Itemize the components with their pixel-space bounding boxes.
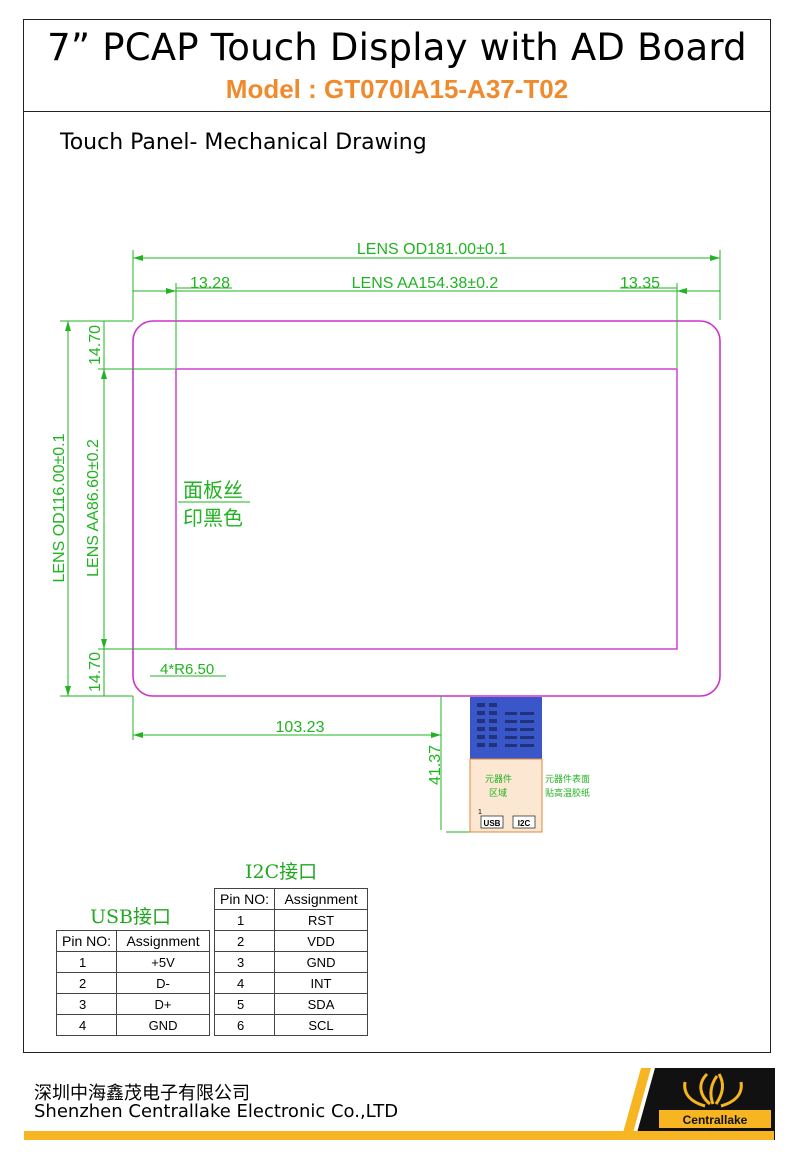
fpc-tail: 元器件 区域 元器件表面 贴高温胶纸 USB I2C 1 — [469, 697, 590, 833]
logo-text-band — [659, 1110, 771, 1128]
usb-connector — [480, 815, 504, 829]
silkscreen-note-line1: 面板丝 — [183, 478, 243, 502]
dimension-arrows — [65, 255, 720, 738]
top-margin-label: 14.70 — [87, 325, 104, 365]
lens-od-width-label: LENS OD181.00±0.1 — [357, 241, 507, 258]
usb-pin: 4 — [55, 1014, 118, 1036]
right-margin-label: 13.35 — [620, 275, 660, 292]
i2c-pin: 6 — [213, 1014, 276, 1036]
usb-pin: 3 — [55, 993, 118, 1015]
bottom-margin-label: 14.70 — [87, 652, 104, 692]
i2c-assignment: GND — [274, 951, 369, 973]
logo-text: Centrallake — [683, 1113, 748, 1127]
lens-aa-width-label: LENS AA154.38±0.2 — [352, 275, 499, 292]
corner-radius-label: 4*R6.50 — [160, 661, 214, 678]
section-title: Touch Panel- Mechanical Drawing — [60, 130, 427, 155]
fpc-length-label: 41.37 — [427, 745, 444, 785]
usb-assignment: +5V — [116, 951, 211, 973]
left-margin-label: 13.28 — [190, 275, 230, 292]
fpc-note-right-2: 贴高温胶纸 — [545, 787, 590, 798]
logo-background — [635, 1068, 775, 1140]
i2c-assignment: RST — [274, 909, 369, 931]
i2c-assignment: INT — [274, 972, 369, 994]
fpc-note-left-1: 元器件 — [485, 773, 512, 784]
footer-bar — [24, 1131, 774, 1140]
i2c-header-assignment: Assignment — [274, 888, 369, 910]
lens-od-height-label: LENS OD116.00±0.1 — [51, 433, 68, 582]
usb-assignment: D+ — [116, 993, 211, 1015]
model-number: Model : GT070IA15-A37-T02 — [225, 74, 569, 104]
centrallake-logo: Centrallake — [621, 1068, 775, 1140]
i2c-assignment: SCL — [274, 1014, 369, 1036]
i2c-pin: 4 — [213, 972, 276, 994]
dimension-lines — [60, 250, 721, 833]
usb-header-assignment: Assignment — [116, 930, 211, 952]
fpc-pad-pattern — [477, 703, 534, 747]
title-band: 7” PCAP Touch Display with AD Board Mode… — [24, 20, 770, 112]
document-title: 7” PCAP Touch Display with AD Board — [47, 26, 747, 69]
usb-assignment: D- — [116, 972, 211, 994]
usb-connector-label: USB — [484, 819, 501, 828]
i2c-header-pin: Pin NO: — [213, 888, 276, 910]
fpc-note-left-2: 区域 — [489, 787, 507, 798]
i2c-connector-label: I2C — [518, 819, 531, 828]
active-area-outline — [175, 368, 678, 650]
fpc-offset-label: 103.23 — [276, 719, 325, 736]
lens-outline — [132, 320, 721, 697]
company-name-cn: 深圳中海鑫茂电子有限公司 — [34, 1083, 250, 1104]
i2c-assignment: SDA — [274, 993, 369, 1015]
i2c-connector — [512, 815, 536, 829]
usb-assignment: GND — [116, 1014, 211, 1036]
i2c-table-title: I2C接口 — [245, 861, 318, 883]
lens-aa-height-label: LENS AA86.60±0.2 — [85, 439, 102, 577]
document-frame: 7” PCAP Touch Display with AD Board Mode… — [23, 19, 771, 1053]
logo-flame-icon — [683, 1072, 743, 1108]
logo-stripe — [621, 1068, 651, 1140]
i2c-pin: 3 — [213, 951, 276, 973]
usb-header-pin: Pin NO: — [55, 930, 118, 952]
pin1-marker: 1 — [478, 809, 482, 816]
i2c-pin: 2 — [213, 930, 276, 952]
i2c-pin: 5 — [213, 993, 276, 1015]
usb-table-title: USB接口 — [90, 906, 171, 928]
i2c-assignment: VDD — [274, 930, 369, 952]
usb-pin: 2 — [55, 972, 118, 994]
fpc-note-right-1: 元器件表面 — [545, 773, 590, 784]
i2c-pin: 1 — [213, 909, 276, 931]
silkscreen-note-line2: 印黑色 — [183, 506, 243, 530]
usb-pin: 1 — [55, 951, 118, 973]
company-name-en: Shenzhen Centrallake Electronic Co.,LTD — [34, 1101, 399, 1122]
mechanical-drawing: LENS OD181.00±0.1 13.28 LENS AA154.38±0.… — [51, 241, 721, 833]
